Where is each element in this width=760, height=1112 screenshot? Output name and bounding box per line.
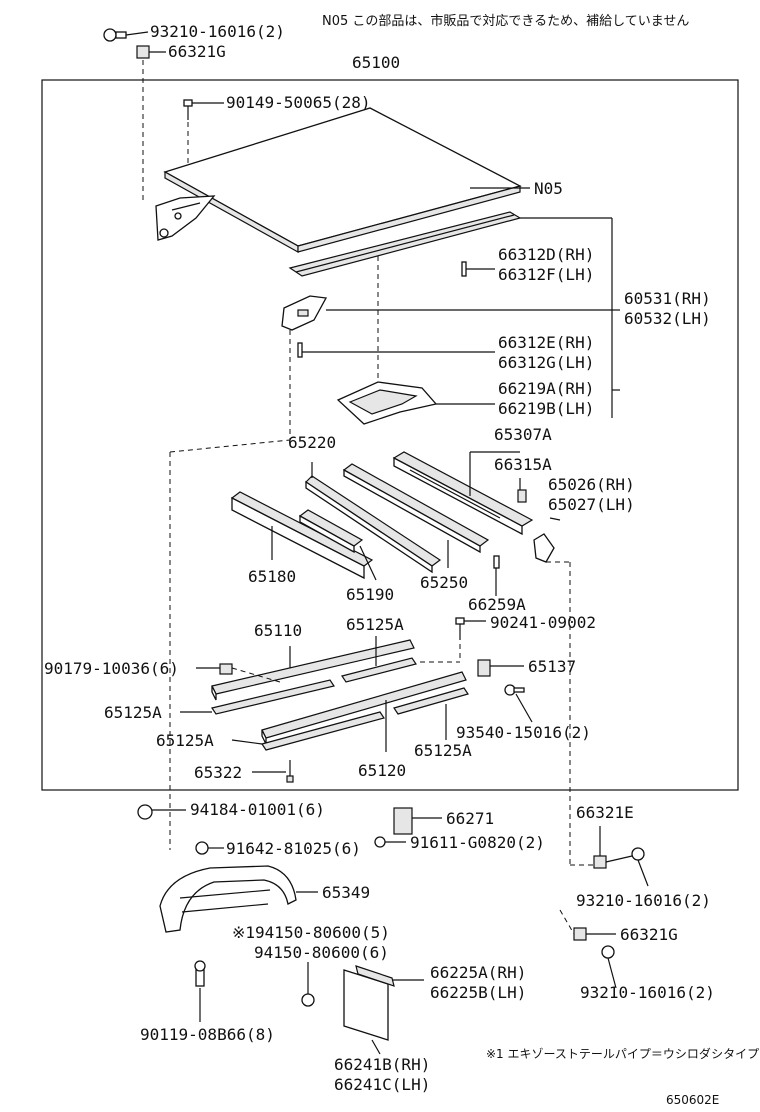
pin-65322 (286, 760, 294, 783)
label-65322: 65322 (194, 763, 242, 782)
label-90149: 90149-50065(28) (226, 93, 371, 112)
hinge-bracket (155, 195, 216, 241)
label-93540: 93540-15016(2) (456, 723, 591, 742)
label-n05: N05 (534, 179, 563, 198)
assembly-number: 65100 (352, 53, 400, 72)
rail-65250 (342, 463, 490, 554)
label-65137: 65137 (528, 657, 576, 676)
bolt-93210-mid (631, 847, 645, 861)
label-65349: 65349 (322, 883, 370, 902)
label-65125a-1: 65125A (346, 615, 404, 634)
strip-65125a-3 (261, 711, 385, 751)
rivet-90149 (183, 99, 193, 120)
label-65120: 65120 (358, 761, 406, 780)
bracket-60531 (281, 295, 328, 331)
bolt-90241 (455, 617, 465, 640)
label-93210-lower: 93210-16016(2) (580, 983, 715, 1002)
label-66321g-lower: 66321G (620, 925, 678, 944)
frame-66219a (336, 381, 438, 425)
figure-code: 650602E (666, 1093, 719, 1107)
label-66312e: 66312E(RH) (498, 333, 594, 352)
rail-65220 (305, 475, 442, 574)
mudflap-66241 (343, 965, 395, 1041)
label-66219a: 66219A(RH) (498, 379, 594, 398)
deck-board (163, 107, 522, 254)
strip-65125a-1 (341, 657, 417, 683)
bolt-91642 (195, 841, 209, 855)
bolt-93540 (504, 684, 525, 696)
label-94150: 94150-80600(6) (254, 943, 389, 962)
label-66315a: 66315A (494, 455, 552, 474)
label-90179: 90179-10036(6) (44, 659, 179, 678)
rail-65180 (230, 491, 374, 580)
rail-65307a (392, 451, 534, 536)
label-65026: 65026(RH) (548, 475, 635, 494)
bracket-65137 (477, 659, 491, 677)
label-66219b: 66219B(LH) (498, 399, 594, 418)
label-65307a: 65307A (494, 425, 552, 444)
label-66321g-top: 66321G (168, 42, 226, 61)
note-n05: N05 この部品は、市販品で対応できるため、補給していません (322, 13, 689, 29)
label-66225b: 66225B(LH) (430, 983, 526, 1002)
clip-66321e (593, 855, 607, 869)
label-66321e: 66321E (576, 803, 634, 822)
mudguard-65349 (159, 865, 297, 933)
label-90119: 90119-08B66(8) (140, 1025, 275, 1044)
member-65120 (261, 671, 467, 745)
label-65125a-2: 65125A (104, 703, 162, 722)
label-66225a: 66225A(RH) (430, 963, 526, 982)
label-65180: 65180 (248, 567, 296, 586)
label-94150-sup: ※194150-80600(5) (232, 923, 390, 942)
pin-66312e (297, 342, 495, 358)
label-93210-mid: 93210-16016(2) (576, 891, 711, 910)
rail-65190 (298, 509, 364, 554)
label-66312d: 66312D(RH) (498, 245, 594, 264)
label-65125a-3: 65125A (156, 731, 214, 750)
clip-66321g-top (136, 45, 150, 59)
strip-65125a-2 (211, 679, 335, 715)
bolt-93210-lower (601, 945, 615, 959)
label-90241: 90241-09002 (490, 613, 596, 632)
footnote: ※1 エキゾーストテールパイプ＝ウシロダシタイプ (486, 1046, 759, 1061)
label-66312f: 66312F(LH) (498, 265, 594, 284)
member-65110 (211, 639, 415, 701)
label-91611: 91611-G0820(2) (410, 833, 545, 852)
rod-66259a (493, 555, 500, 569)
label-66259a: 66259A (468, 595, 526, 614)
nut-94184 (137, 804, 153, 820)
label-65027: 65027(LH) (548, 495, 635, 514)
clip-66321g-lower (573, 927, 587, 941)
assembly-frame (41, 79, 739, 791)
label-65250: 65250 (420, 573, 468, 592)
bolt-91611 (374, 836, 386, 848)
bracket-66271 (393, 807, 413, 835)
label-66312g: 66312G(LH) (498, 353, 594, 372)
label-94184: 94184-01001(6) (190, 800, 325, 819)
bracket-66315a (517, 489, 527, 503)
label-65110: 65110 (254, 621, 302, 640)
label-91642: 91642-81025(6) (226, 839, 361, 858)
label-65220: 65220 (288, 433, 336, 452)
label-66271: 66271 (446, 809, 494, 828)
label-60531: 60531(RH) (624, 289, 711, 308)
bolt-93210-top (103, 28, 127, 42)
pin-66312d (461, 261, 495, 277)
label-60532: 60532(LH) (624, 309, 711, 328)
clip-90179 (219, 663, 233, 675)
bracket-65026 (533, 533, 555, 563)
label-65125a-4: 65125A (414, 741, 472, 760)
bolt-90119 (194, 960, 206, 987)
label-66241b: 66241B(RH) (334, 1055, 430, 1074)
label-65190: 65190 (346, 585, 394, 604)
label-66241c: 66241C(LH) (334, 1075, 430, 1094)
strip-65125a-4 (393, 687, 469, 715)
nut-94150 (301, 993, 315, 1007)
label-93210-top: 93210-16016(2) (150, 22, 285, 41)
